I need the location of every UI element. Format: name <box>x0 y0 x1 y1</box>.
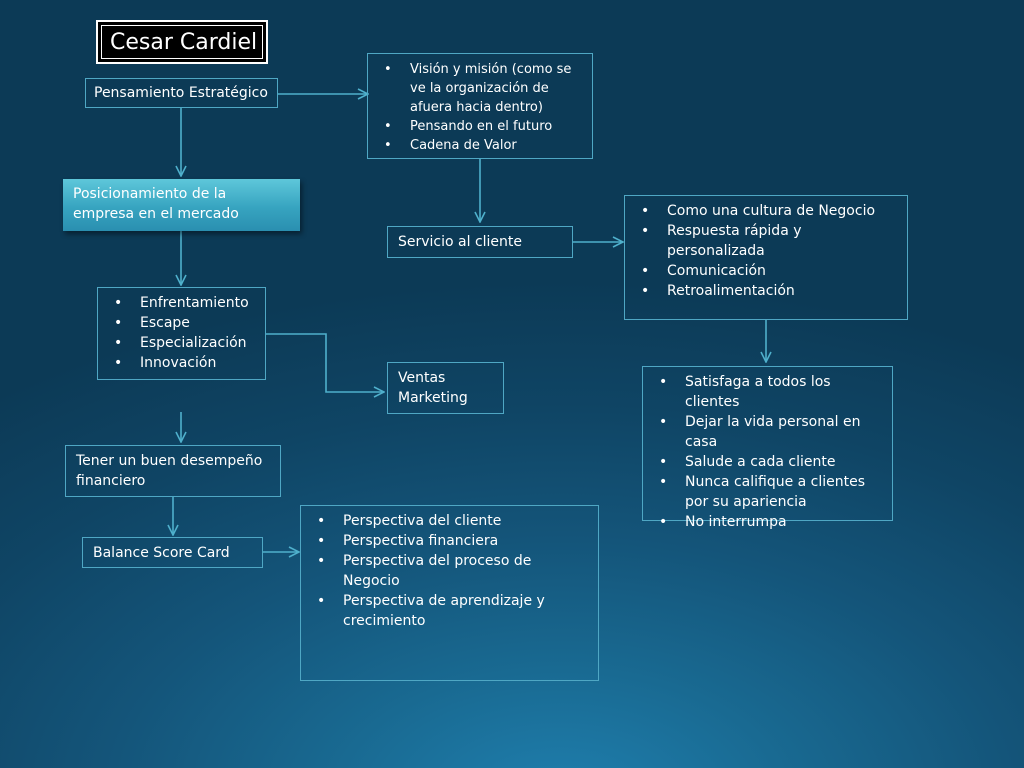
cultura-item: Comunicación <box>625 261 899 281</box>
node-balance-score-card: Balance Score Card <box>82 537 263 568</box>
cultura-item: Retroalimentación <box>625 281 899 301</box>
estrategia-item: Innovación <box>98 353 257 373</box>
cultura-item: Respuesta rápida y personalizada <box>625 221 899 261</box>
arrow-estrategias-to-ventas <box>266 333 384 392</box>
node-pensamiento-estrategico: Pensamiento Estratégico <box>85 78 278 108</box>
node-desempeno-financiero: Tener un buen desempeño financiero <box>65 445 281 497</box>
node-estrategias-list: Enfrentamiento Escape Especialización In… <box>97 287 266 380</box>
page-title: Cesar Cardiel <box>101 25 263 59</box>
vision-item: Cadena de Valor <box>368 136 584 155</box>
node-servicio-al-cliente: Servicio al cliente <box>387 226 573 258</box>
vision-item: Pensando en el futuro <box>368 117 584 136</box>
node-cultura-list: Como una cultura de Negocio Respuesta rá… <box>624 195 908 320</box>
satisfaga-item: Satisfaga a todos los clientes <box>643 372 884 412</box>
satisfaga-item: Salude a cada cliente <box>643 452 884 472</box>
vision-item: Visión y misión (como se ve la organizac… <box>368 60 584 117</box>
node-desempeno-label: Tener un buen desempeño financiero <box>76 453 263 489</box>
satisfaga-item: Nunca califique a clientes por su aparie… <box>643 472 884 512</box>
node-pensamiento-label: Pensamiento Estratégico <box>94 85 268 101</box>
perspectiva-item: Perspectiva financiera <box>301 531 590 551</box>
estrategia-item: Enfrentamiento <box>98 293 257 313</box>
node-satisfaga-list: Satisfaga a todos los clientes Dejar la … <box>642 366 893 532</box>
node-servicio-label: Servicio al cliente <box>398 234 523 250</box>
cultura-item: Como una cultura de Negocio <box>625 201 899 221</box>
title-box: Cesar Cardiel <box>96 20 268 64</box>
node-balance-label: Balance Score Card <box>93 545 230 561</box>
node-posicionamiento: Posicionamiento de la empresa en el merc… <box>63 179 300 231</box>
ventas-line: Ventas <box>398 370 446 386</box>
perspectiva-item: Perspectiva del proceso de Negocio <box>301 551 590 591</box>
estrategia-item: Especialización <box>98 333 257 353</box>
perspectiva-item: Perspectiva del cliente <box>301 511 590 531</box>
estrategia-item: Escape <box>98 313 257 333</box>
node-perspectivas-list: Perspectiva del cliente Perspectiva fina… <box>300 505 599 681</box>
marketing-line: Marketing <box>398 390 468 406</box>
node-vision-list: Visión y misión (como se ve la organizac… <box>367 53 593 159</box>
node-ventas-marketing: Ventas Marketing <box>387 362 504 414</box>
node-posicionamiento-label: Posicionamiento de la empresa en el merc… <box>73 186 239 222</box>
satisfaga-item: No interrumpa <box>643 512 884 532</box>
perspectiva-item: Perspectiva de aprendizaje y crecimiento <box>301 591 590 631</box>
satisfaga-item: Dejar la vida personal en casa <box>643 412 884 452</box>
